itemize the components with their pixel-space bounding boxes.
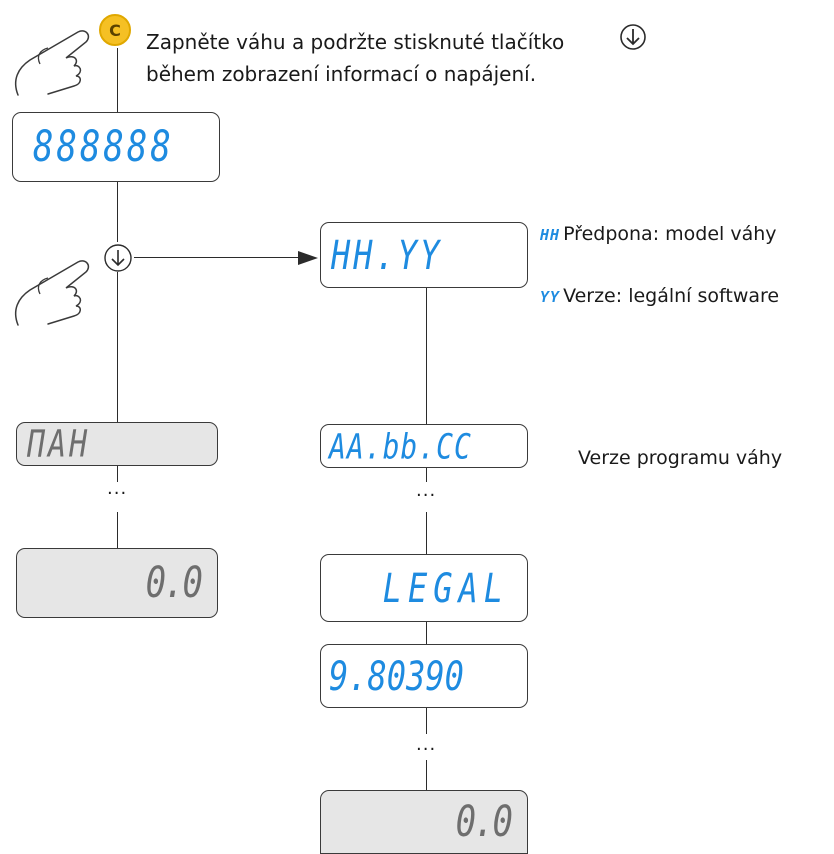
- display-legal: LEGAL: [320, 554, 528, 622]
- display-gravity: 9.80390: [320, 644, 528, 708]
- arrow-head-icon: [298, 251, 318, 265]
- hand-press-icon: [14, 30, 90, 96]
- connector-line: [426, 468, 428, 482]
- connector-line: [117, 272, 119, 422]
- ellipsis: ...: [416, 734, 437, 755]
- legend-yy-text: Verze: legální software: [563, 285, 780, 307]
- connector-line: [117, 48, 119, 112]
- connector-line: [117, 512, 119, 548]
- display-zero-left: 0.0: [16, 548, 218, 618]
- connector-line: [426, 760, 428, 790]
- connector-line: [426, 288, 428, 424]
- hand-press-icon: [14, 260, 90, 326]
- display-text: LEGAL: [382, 564, 509, 612]
- display-text: ПAH: [27, 422, 91, 466]
- connector-line: [426, 622, 428, 644]
- display-text: 9.80390: [329, 652, 464, 700]
- instruction-line-1: Zapněte váhu a podržte stisknuté tlačítk…: [146, 30, 565, 54]
- display-text: HH.YY: [331, 231, 443, 279]
- legend-hh-key: HH: [540, 226, 561, 244]
- connector-line: [426, 512, 428, 554]
- display-zero-right: 0.0: [320, 790, 528, 854]
- c-key-button: C: [99, 14, 131, 46]
- display-text: AA.bb.CC: [329, 425, 472, 467]
- connector-line: [426, 708, 428, 734]
- instruction-line-2: během zobrazení informací o napájení.: [146, 62, 537, 86]
- legend-yy-key: YY: [540, 288, 561, 306]
- display-text: 0.0: [145, 558, 203, 608]
- legend-hh-text: Předpona: model váhy: [563, 223, 777, 245]
- down-arrow-key-icon: [620, 24, 646, 50]
- display-initial: 888888: [12, 112, 220, 182]
- display-version: AA.bb.CC: [320, 424, 528, 468]
- down-arrow-key-icon: [104, 244, 132, 272]
- ellipsis: ...: [107, 478, 128, 499]
- display-nah: ПAH: [16, 422, 218, 466]
- display-hh-yy: HH.YY: [320, 222, 528, 288]
- connector-line: [117, 466, 119, 482]
- connector-line: [117, 182, 119, 242]
- version-caption: Verze programu váhy: [578, 447, 783, 469]
- display-text: 0.0: [455, 797, 513, 847]
- c-key-label: C: [109, 20, 121, 40]
- arrow-line: [134, 257, 300, 259]
- display-text: 888888: [33, 122, 174, 172]
- ellipsis: ...: [416, 480, 437, 501]
